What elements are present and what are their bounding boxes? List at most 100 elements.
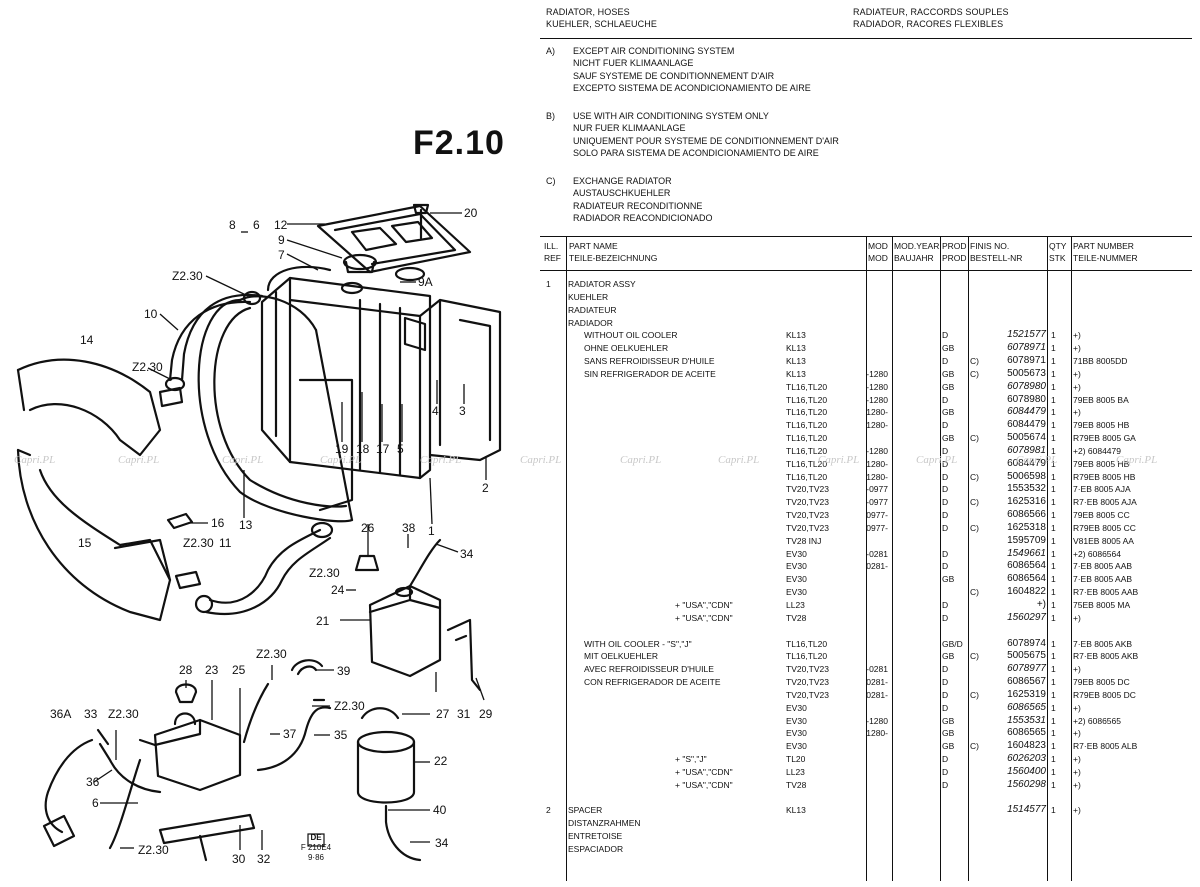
cell-pn: +) — [1073, 368, 1081, 379]
cell-mod: TV28 — [786, 612, 807, 623]
shroud-halves — [16, 358, 172, 622]
cell-prod: D — [942, 484, 949, 495]
cell-pn: 71BB 8005DD — [1073, 356, 1128, 367]
cell-c: C) — [970, 651, 979, 662]
lower-radiator-hose — [194, 521, 334, 615]
cell-mod: TL16,TL20 — [786, 651, 828, 662]
watermark: Capri.PL — [718, 454, 760, 466]
cell-pn: 79EB 8005 HB — [1073, 458, 1130, 469]
cell-mod: EV30 — [786, 728, 807, 739]
note-line: RADIADOR REACONDICIONADO — [573, 212, 713, 223]
col-header-mod-year-2: BAUJAHR — [894, 253, 934, 263]
cell-pn: R7·EB 8005 AKB — [1073, 651, 1139, 662]
cell-prod: D — [942, 356, 949, 367]
cell-mod: KL13 — [786, 330, 806, 341]
note-a-label: A) — [546, 46, 555, 56]
section-title-fr: RADIATEUR, RACCORDS SOUPLES — [853, 7, 1009, 17]
cell-year: -0977 — [866, 497, 888, 508]
cell-name: SANS REFROIDISSEUR D'HUILE — [584, 356, 715, 367]
cell-finis: 1604823 — [1007, 740, 1046, 752]
col-header-ill-2: REF — [544, 253, 561, 263]
cell-finis: 1625319 — [1007, 688, 1046, 700]
callout-3: 3 — [459, 404, 466, 418]
callout-4: 4 — [432, 404, 439, 418]
cell-mod: TV28 — [786, 779, 807, 790]
note-line: EXCEPTO SISTEMA DE ACONDICIONAMIENTO DE … — [573, 82, 811, 93]
col-header-part-name-2: TEILE-BEZEICHNUNG — [569, 253, 658, 263]
callout-16: 16 — [211, 516, 225, 530]
cell-qty: 1 — [1051, 677, 1056, 688]
cell-pn: R79EB 8005 CC — [1073, 522, 1136, 533]
radiator-core — [260, 265, 502, 480]
expansion-tank — [368, 538, 442, 678]
col-header-mod-year-1: MOD.YEAR — [894, 241, 940, 251]
cell-year: 0281- — [866, 561, 888, 572]
cell-qty: 1 — [1051, 561, 1056, 572]
overflow-hoses — [42, 728, 162, 850]
screw-part — [412, 203, 430, 240]
reservoir-cap — [174, 683, 198, 704]
callout-6: 6 — [253, 218, 260, 232]
callout-34-b: 34 — [435, 836, 449, 850]
cell-prod: D — [942, 510, 949, 521]
cell-mod: EV30 — [786, 702, 807, 713]
col-header-mod: MOD MOD — [868, 240, 888, 264]
cell-c: C) — [970, 471, 979, 482]
cell-finis: 1521577 — [1007, 329, 1046, 341]
cell-qty: 1 — [1051, 522, 1056, 533]
callout-19: 19 — [335, 442, 349, 456]
cell-prod: D — [942, 612, 949, 623]
cell-mod: KL13 — [786, 805, 806, 816]
cell-prod: D — [942, 445, 949, 456]
col-header-finis-2: BESTELL-NR — [970, 253, 1023, 263]
cell-name: WITHOUT OIL COOLER — [584, 330, 678, 341]
reservoir-bracket — [158, 813, 256, 862]
callout-z230-h: Z2.30 — [138, 843, 169, 857]
cell-prod: GB — [942, 728, 955, 739]
cell-prod: D — [942, 497, 949, 508]
cell-finis: 6084479 — [1007, 406, 1046, 418]
callout-z230-g: Z2.30 — [108, 707, 139, 721]
section-title-de: KUEHLER, SCHLAEUCHE — [546, 19, 657, 29]
note-line: EXCEPT AIR CONDITIONING SYSTEM — [573, 46, 735, 56]
cell-pn: +) — [1073, 343, 1081, 354]
col-header-mod-2: MOD — [868, 253, 888, 263]
cell-prod: D — [942, 779, 949, 790]
cell-prod: GB — [942, 381, 955, 392]
cell-qty: 1 — [1051, 651, 1056, 662]
cell-qty: 1 — [1051, 600, 1056, 610]
callout-40: 40 — [433, 803, 447, 817]
cell-mod: TL16,TL20 — [786, 445, 828, 456]
cell-pn: +) — [1073, 381, 1081, 392]
note-line: NUR FUER KLIMAANLAGE — [573, 123, 686, 134]
cell-prod: D — [942, 394, 949, 405]
cell-pn: R79EB 8005 HB — [1073, 471, 1136, 482]
col-header-prod: PROD PROD — [942, 240, 967, 264]
callout-26: 26 — [361, 521, 375, 535]
cell-qty: 1 — [1051, 664, 1056, 675]
cell-prod: D — [942, 664, 949, 675]
cell-mod: TL16,TL20 — [786, 638, 828, 649]
cell-qty: 1 — [1051, 779, 1056, 790]
callout-33: 33 — [84, 707, 98, 721]
cell-name: DISTANZRAHMEN — [568, 818, 641, 829]
cell-name: SPACER — [568, 805, 603, 816]
callout-34-a: 34 — [460, 547, 474, 561]
cell-qty: 1 — [1051, 330, 1056, 341]
callout-18: 18 — [356, 442, 370, 456]
col-header-qty-2: STK — [1049, 253, 1066, 263]
note-a-text: EXCEPT AIR CONDITIONING SYSTEM NICHT FUE… — [573, 45, 811, 94]
col-header-ill: ILL. REF — [544, 240, 561, 264]
spring-clip — [290, 659, 324, 676]
callout-21: 21 — [316, 614, 330, 628]
col-divider — [1047, 236, 1048, 881]
cell-prod: D — [942, 420, 949, 431]
cell-prod: D — [942, 702, 949, 713]
cell-mod: LL23 — [786, 766, 805, 777]
cell-pn: +) — [1073, 754, 1081, 765]
cell-mod: TV20,TV23 — [786, 484, 829, 495]
callout-10: 10 — [144, 307, 158, 321]
cell-year: 1280- — [866, 471, 888, 482]
cell-mod: EV30 — [786, 561, 807, 572]
cell-pn: R7·EB 8005 AAB — [1073, 587, 1139, 598]
